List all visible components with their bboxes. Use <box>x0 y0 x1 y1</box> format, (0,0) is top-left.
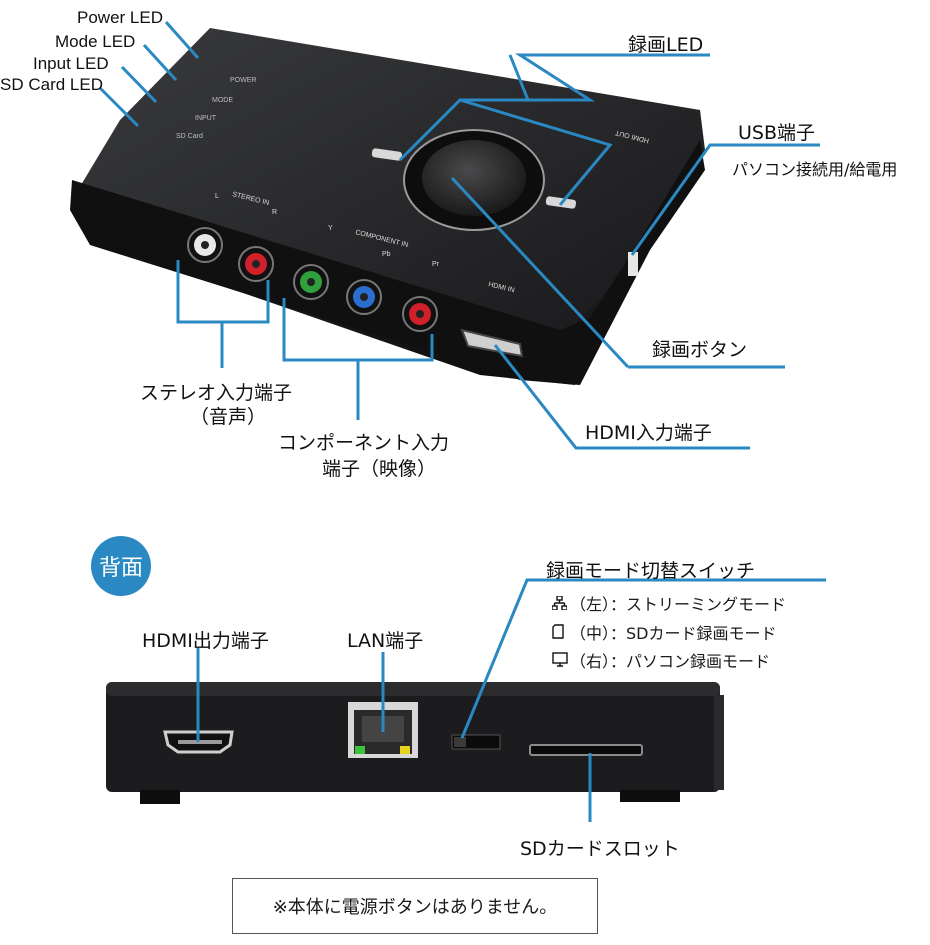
rec-led-label: 録画LED <box>628 34 704 56</box>
callout-lines-back <box>196 578 826 822</box>
hdmi-in-port <box>460 328 524 358</box>
rec-button <box>422 140 526 216</box>
sdcard-icon <box>552 624 570 643</box>
silk-mode: MODE <box>212 97 233 104</box>
mode-switch-label: 録画モード切替スイッチ <box>546 560 756 582</box>
component-in-label-line2: 端子（映像） <box>322 458 437 480</box>
back-device-illustration <box>106 578 826 822</box>
front-device-illustration: POWER MODE INPUT SD Card STEREO IN L R C… <box>70 21 820 450</box>
mode-led-label: Mode LED <box>55 32 136 51</box>
hdmi-out-label: HDMI出力端子 <box>142 630 269 652</box>
silk-pb: Pb <box>382 251 391 258</box>
mode-legend-sd: （中）：SDカード録画モード <box>552 620 777 644</box>
sd-slot-label: SDカードスロット <box>520 838 680 860</box>
network-icon <box>551 595 570 614</box>
silk-sdcard: SD Card <box>176 133 203 140</box>
mode-legend-pos: （左） <box>570 595 611 614</box>
power-note: ※本体に電源ボタンはありません。 <box>232 878 598 934</box>
mode-legend-desc: ：パソコン録画モード <box>610 652 771 671</box>
rca-jack-blue <box>346 279 382 315</box>
silk-l: L <box>215 193 219 200</box>
back-badge: 背面 <box>91 536 151 596</box>
mode-legend-pos: （中） <box>570 624 611 643</box>
stereo-in-label-line1: ステレオ入力端子 <box>140 382 293 404</box>
rca-jack-white <box>187 227 223 263</box>
rec-led-left <box>371 148 403 161</box>
stereo-in-label-line2: （音声） <box>190 406 267 428</box>
callout-lines-top <box>98 21 820 450</box>
silk-r: R <box>272 209 277 216</box>
usb-port-desc: パソコン接続用/給電用 <box>732 160 898 179</box>
mode-legend-pc: （右）：パソコン録画モード <box>552 648 770 672</box>
silk-input: INPUT <box>195 115 217 122</box>
usb-port <box>628 252 638 276</box>
power-led-label: Power LED <box>77 8 163 27</box>
component-in-label-line1: コンポーネント入力 <box>278 432 450 454</box>
rca-jack-green <box>293 264 329 300</box>
lan-led-green <box>355 746 365 754</box>
rec-button-label: 録画ボタン <box>652 339 748 361</box>
lan-led-yellow <box>400 746 410 754</box>
input-led-label: Input LED <box>33 54 109 73</box>
usb-port-label: USB端子 <box>738 122 816 144</box>
mode-legend-desc: ：ストリーミングモード <box>610 595 787 614</box>
monitor-icon <box>552 652 570 671</box>
lan-port-label: LAN端子 <box>347 630 424 652</box>
silk-pr: Pr <box>432 261 440 268</box>
mode-legend-pos: （右） <box>570 652 611 671</box>
sdcard-led-label: SD Card LED <box>0 75 103 94</box>
sd-card-slot <box>529 744 643 756</box>
silk-power: POWER <box>230 77 256 84</box>
rca-jack-red-video <box>402 296 438 332</box>
device-body <box>70 28 705 385</box>
hdmi-in-label: HDMI入力端子 <box>585 422 712 444</box>
rca-jack-red-audio <box>238 246 274 282</box>
mode-legend-streaming: （左）：ストリーミングモード <box>551 591 787 615</box>
mode-legend-desc: ：SDカード録画モード <box>610 624 777 643</box>
silk-y: Y <box>328 225 333 232</box>
